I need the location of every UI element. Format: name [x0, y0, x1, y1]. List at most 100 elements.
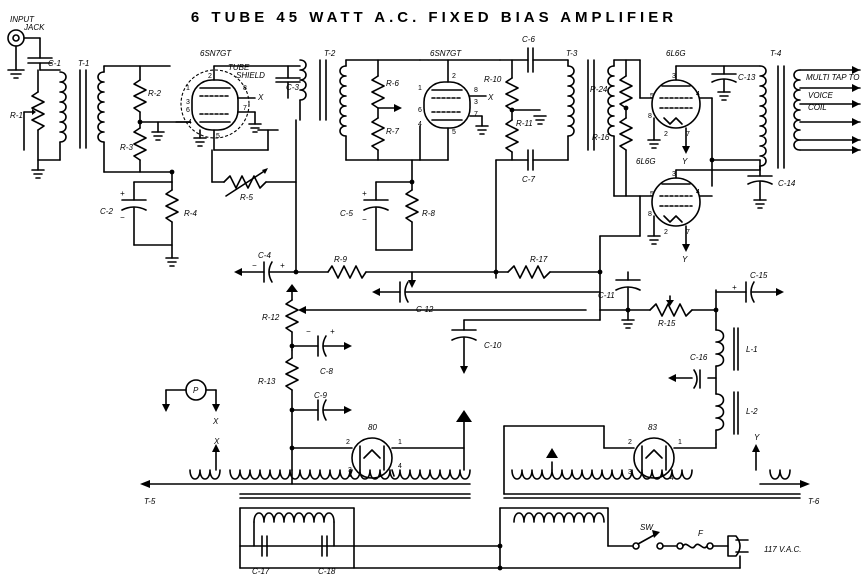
svg-text:2: 2: [664, 229, 668, 236]
capacitor-c13: C-13: [711, 65, 756, 101]
label-rect1: 80: [368, 423, 377, 432]
output-label-3: COIL: [808, 103, 827, 112]
svg-text:7: 7: [474, 111, 478, 118]
svg-text:+: +: [732, 283, 737, 292]
capacitor-c18: C-18: [318, 535, 336, 576]
svg-text:5: 5: [216, 133, 220, 140]
label-r7: R-7: [386, 127, 399, 136]
label-rect2: 83: [648, 423, 657, 432]
svg-text:7: 7: [686, 229, 690, 236]
label-r16: R-17: [530, 255, 548, 264]
svg-text:1: 1: [418, 85, 422, 92]
label-c4: C-4: [258, 251, 271, 260]
svg-text:+: +: [330, 327, 335, 336]
resistor-r12: R-12: [262, 284, 587, 351]
resistor-r24: R-24: [590, 59, 633, 109]
capacitor-c5: + − C-5: [340, 159, 413, 251]
svg-text:+: +: [120, 189, 125, 198]
label-c1: C-1: [48, 59, 61, 68]
input-label-2: JACK: [23, 23, 45, 32]
label-c11: C-11: [598, 291, 615, 300]
label-c10: C-10: [484, 341, 502, 350]
label-t5: T-5: [144, 497, 156, 506]
label-v3-y: Y: [682, 157, 688, 166]
capacitor-c2: + − C-2: [100, 171, 173, 246]
label-r1: R-1: [10, 111, 23, 120]
resistor-r7: R-7: [371, 107, 399, 161]
resistor-r2: R-2: [133, 65, 161, 123]
inductor-l2: L-2: [715, 391, 758, 445]
svg-text:2: 2: [208, 73, 212, 80]
output-label-1: MULTI TAP TO: [806, 73, 859, 82]
label-t3: T-3: [566, 49, 578, 58]
capacitor-c8: C-8 − +: [291, 327, 352, 376]
resistor-r13: R-13: [258, 349, 299, 471]
transformer-t5: X T-5: [140, 437, 471, 506]
svg-text:8: 8: [648, 113, 652, 120]
bias-bus: R-9 R-17: [295, 195, 641, 311]
svg-text:5: 5: [650, 93, 654, 100]
svg-text:+: +: [362, 189, 367, 198]
resistor-r5: R-5: [211, 149, 297, 202]
label-v3: 6L6G: [666, 49, 686, 58]
label-t5-x: X: [213, 437, 220, 446]
label-r2: R-2: [148, 89, 161, 98]
svg-text:8: 8: [648, 211, 652, 218]
input-jack: INPUT JACK: [7, 15, 45, 79]
resistor-r6: R-6: [371, 59, 402, 112]
fuse-label: F: [698, 529, 704, 538]
capacitor-c17: C-17: [252, 535, 270, 576]
junction-dots: [137, 105, 719, 571]
label-c15: C-15: [750, 271, 768, 280]
svg-text:1: 1: [186, 85, 190, 92]
svg-text:3: 3: [474, 99, 478, 106]
svg-text:−: −: [306, 327, 311, 336]
switch-label: SW: [640, 523, 654, 532]
label-r11: R-11: [516, 119, 533, 128]
label-v1-x: X: [257, 93, 264, 102]
label-c16: C-16: [690, 353, 708, 362]
svg-text:3: 3: [348, 467, 352, 474]
rectifier-83: 83 2 1 3 4: [503, 423, 717, 495]
capacitor-c11: C-11: [598, 271, 651, 329]
capacitor-c12: C-12: [372, 271, 601, 314]
label-r6: R-6: [386, 79, 399, 88]
transformer-t4: T-4 MULTI TAP TO VOICE COIL: [759, 49, 861, 171]
tube-v1: 6SN7GT TUBE SHIELD 2 1 3 6 4 8 7 5 X: [175, 49, 279, 151]
label-c3: C-3: [286, 83, 299, 92]
capacitor-c10: C-10: [451, 309, 601, 374]
svg-text:2: 2: [452, 73, 456, 80]
tube-shield-label-1: TUBE: [228, 63, 250, 72]
label-c9: C-9: [314, 391, 327, 400]
capacitor-c9: C-9: [291, 391, 352, 421]
transformer-t2: T-2: [295, 49, 421, 273]
svg-text:2: 2: [346, 439, 350, 446]
label-c8: C-8: [320, 367, 333, 376]
inductor-l1: L-1: [715, 327, 758, 371]
svg-text:7: 7: [243, 105, 247, 112]
svg-text:−: −: [252, 261, 257, 270]
resistor-r17: R-15: [649, 289, 717, 331]
label-r17: R-15: [658, 319, 676, 328]
label-r13: R-13: [258, 377, 276, 386]
label-c13: C-13: [738, 73, 756, 82]
svg-text:4: 4: [418, 121, 422, 128]
label-r3: R-3: [120, 143, 133, 152]
label-r12: R-12: [262, 313, 280, 322]
svg-text:2: 2: [664, 131, 668, 138]
resistor-r15: R-16: [592, 107, 633, 197]
svg-text:7: 7: [686, 131, 690, 138]
rectifier-80: 80 2 1 3 4: [291, 410, 472, 479]
capacitor-c1: C-1: [27, 57, 61, 71]
tube-shield-label-2: SHIELD: [236, 71, 265, 80]
pilot-lamp: P X: [162, 379, 220, 426]
resistor-r10: R-10: [484, 59, 547, 125]
capacitor-c14: C-14: [711, 159, 796, 209]
svg-text:4: 4: [670, 475, 674, 482]
label-l2: L-2: [746, 407, 758, 416]
label-v2: 6SN7GT: [430, 49, 462, 58]
capacitor-c16: C-16: [668, 353, 717, 395]
label-t1: T-1: [78, 59, 89, 68]
resistor-r1: R-1: [10, 69, 45, 179]
